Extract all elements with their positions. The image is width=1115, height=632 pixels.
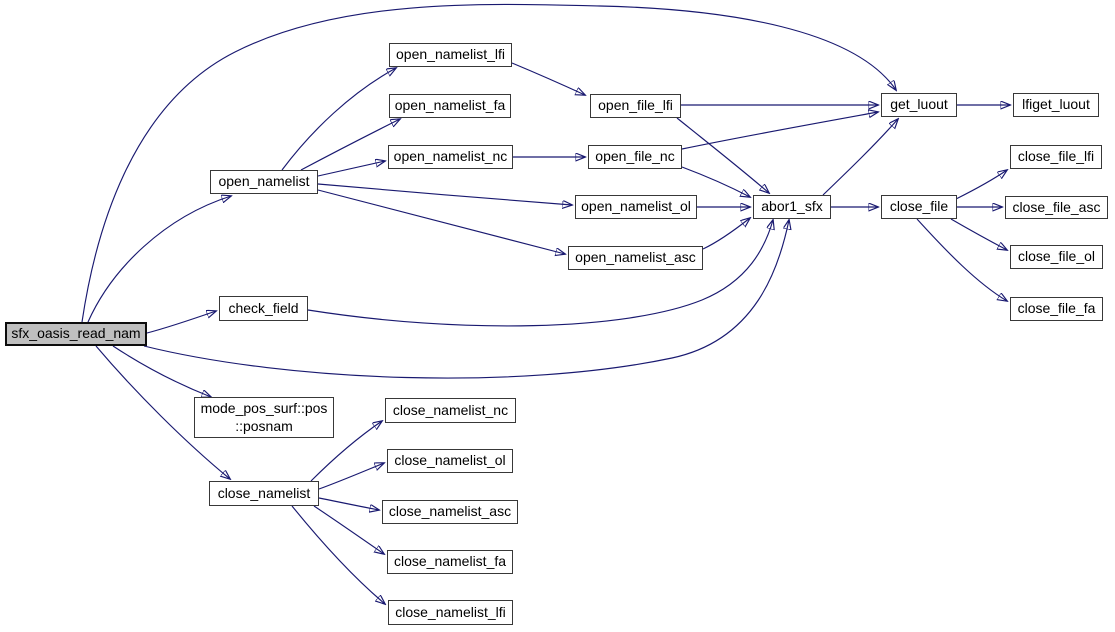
node-open-namelist-lfi[interactable]: open_namelist_lfi (389, 43, 512, 67)
edge-close-namelist-to-close-namelist-nc (310, 421, 382, 482)
edge-open-namelist-to-open-namelist-ol (317, 183, 572, 205)
edge-close-file-to-close-file-fa (916, 218, 1007, 301)
node-close-namelist-nc[interactable]: close_namelist_nc (385, 398, 516, 423)
node-open-namelist-nc[interactable]: open_namelist_nc (388, 145, 513, 169)
node-open-namelist-asc[interactable]: open_namelist_asc (568, 246, 703, 270)
node-close-file-asc[interactable]: close_file_asc (1005, 196, 1108, 219)
edge-close-namelist-to-close-namelist-asc (318, 497, 379, 510)
edge-sfx-oasis-read-nam-to-close-namelist (95, 345, 230, 479)
edge-close-namelist-to-close-namelist-lfi (291, 505, 385, 604)
node-close-file-lfi[interactable]: close_file_lfi (1010, 145, 1102, 169)
node-mode-pos-surf-pos-posnam[interactable]: mode_pos_surf::pos ::posnam (194, 397, 334, 438)
node-close-namelist[interactable]: close_namelist (209, 481, 319, 506)
edge-open-namelist-to-open-namelist-nc (317, 161, 385, 177)
edge-open-file-lfi-to-abor1-sfx (676, 117, 769, 193)
node-close-file-fa[interactable]: close_file_fa (1010, 297, 1103, 321)
edge-sfx-oasis-read-nam-to-open-namelist (87, 196, 231, 323)
edge-close-file-to-close-file-ol (950, 218, 1007, 250)
node-open-file-lfi[interactable]: open_file_lfi (590, 94, 681, 118)
edge-open-namelist-to-open-namelist-lfi (281, 68, 396, 171)
node-lfiget-luout[interactable]: lfiget_luout (1013, 93, 1099, 117)
edge-close-file-to-close-file-lfi (955, 170, 1007, 200)
node-close-namelist-fa[interactable]: close_namelist_fa (387, 550, 513, 574)
node-close-namelist-ol[interactable]: close_namelist_ol (387, 449, 513, 473)
node-sfx-oasis-read-nam[interactable]: sfx_oasis_read_nam (5, 322, 147, 346)
node-close-namelist-asc[interactable]: close_namelist_asc (382, 500, 518, 524)
edge-open-file-nc-to-get-luout (681, 112, 878, 150)
edge-open-namelist-to-open-namelist-fa (300, 119, 400, 171)
node-check-field[interactable]: check_field (219, 296, 308, 321)
edge-abor1-sfx-to-get-luout (822, 119, 898, 196)
edge-close-namelist-to-close-namelist-fa (313, 505, 384, 554)
node-open-namelist-fa[interactable]: open_namelist_fa (389, 94, 511, 118)
node-open-namelist-ol[interactable]: open_namelist_ol (575, 195, 697, 219)
node-close-namelist-lfi[interactable]: close_namelist_lfi (388, 600, 513, 625)
edge-check-field-to-abor1-sfx (307, 220, 773, 327)
edge-open-namelist-asc-to-abor1-sfx (702, 218, 750, 250)
edge-close-namelist-to-close-namelist-ol (318, 463, 384, 490)
edge-sfx-oasis-read-nam-to-abor1-sfx (143, 220, 789, 379)
edge-sfx-oasis-read-nam-to-get-luout (81, 3, 896, 323)
node-abor1-sfx[interactable]: abor1_sfx (753, 195, 831, 219)
edge-open-file-nc-to-abor1-sfx (681, 166, 750, 197)
edge-sfx-oasis-read-nam-to-mode-pos-surf-pos-posnam (112, 345, 211, 397)
node-close-file[interactable]: close_file (881, 195, 957, 219)
node-get-luout[interactable]: get_luout (881, 93, 957, 117)
node-close-file-ol[interactable]: close_file_ol (1010, 245, 1103, 269)
node-open-file-nc[interactable]: open_file_nc (588, 145, 682, 169)
node-open-namelist[interactable]: open_namelist (210, 170, 318, 194)
edge-sfx-oasis-read-nam-to-check-field (146, 311, 216, 334)
edges-group (81, 3, 1010, 604)
edge-open-namelist-to-open-namelist-asc (317, 189, 565, 254)
edge-open-namelist-lfi-to-open-file-lfi (511, 62, 585, 95)
